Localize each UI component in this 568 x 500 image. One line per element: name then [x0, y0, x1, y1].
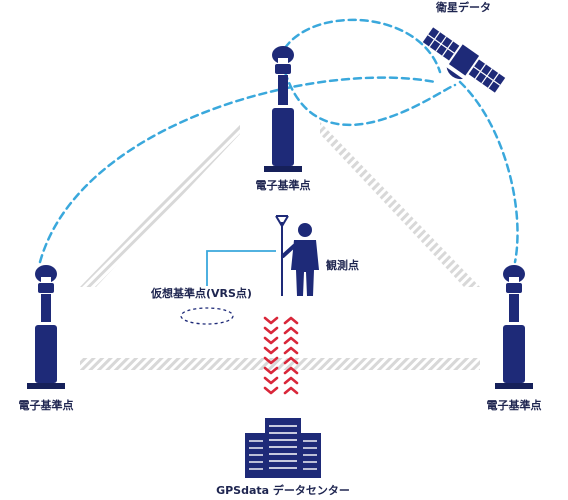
surveyor-icon: [275, 215, 319, 296]
solar-panel-right: [468, 59, 506, 93]
data-center-label: GPSdata データセンター: [216, 484, 350, 497]
virtual-station-label: 仮想基準点(VRS点): [151, 287, 252, 300]
virtual-station-marker: [180, 307, 234, 325]
station-top-label: 電子基準点: [255, 179, 311, 192]
reference-station-left-icon: [27, 265, 65, 389]
signal-arc-left: [38, 76, 437, 264]
ground-field: [80, 122, 480, 370]
signal-arc-top-to-right: [283, 70, 457, 127]
satellite-label: 衛星データ: [436, 1, 491, 14]
satellite-dish: [446, 67, 464, 80]
reference-station-top-icon: [264, 46, 302, 172]
server-rack-icon: [245, 418, 321, 478]
station-left-label: 電子基準点: [18, 399, 74, 412]
signal-arc-top: [283, 18, 442, 74]
signal-arc-right: [458, 80, 519, 264]
downlink-chevrons: [263, 316, 279, 395]
vrs-pointer-line: [206, 250, 276, 286]
satellite-icon: [422, 27, 506, 93]
satellite-body: [448, 44, 480, 76]
observation-point-label: 観測点: [326, 259, 359, 272]
signal-arcs: [38, 18, 519, 264]
data-flow-arrows: [263, 316, 299, 395]
uplink-chevrons: [283, 316, 299, 395]
station-right-label: 電子基準点: [486, 399, 542, 412]
reference-station-right-icon: [495, 265, 533, 389]
solar-panel-left: [422, 27, 460, 61]
